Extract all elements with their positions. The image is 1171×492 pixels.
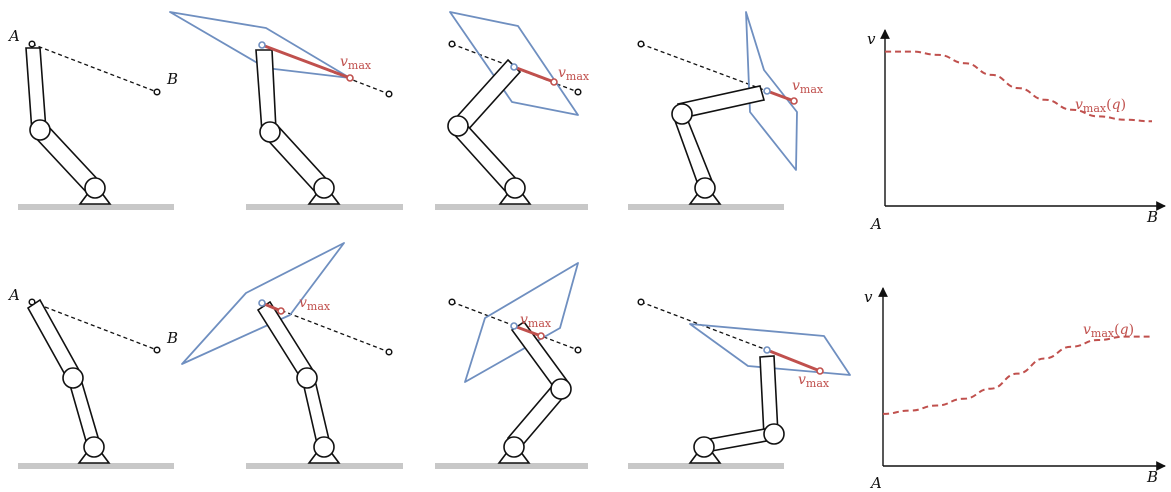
x-tick-a: A xyxy=(869,215,882,233)
vmax-label: vmax xyxy=(340,54,372,72)
end-effector xyxy=(258,299,266,307)
robot-elbow-joint xyxy=(29,119,51,141)
vmax-vector xyxy=(512,65,556,84)
plot-top: v A B vmax(q) xyxy=(867,29,1166,233)
ground xyxy=(435,463,588,469)
vmax-q-label: vmax(q) xyxy=(1075,97,1126,115)
robot-base-joint xyxy=(693,436,715,458)
panel-top-2: vmax xyxy=(169,11,403,210)
vmax-label: vmax xyxy=(798,372,830,390)
vmax-vector xyxy=(260,43,352,80)
vmax-tip xyxy=(277,307,285,315)
vmax-label: vmax xyxy=(520,312,552,330)
ground xyxy=(18,463,174,469)
robot-elbow-joint xyxy=(447,115,469,137)
robot-base-joint xyxy=(84,177,106,199)
vmax-curve xyxy=(884,50,1153,123)
vmax-tip xyxy=(537,332,545,340)
path-a-b xyxy=(31,301,158,351)
robot-elbow-joint xyxy=(550,378,572,400)
end-effector xyxy=(510,63,518,71)
vmax-vector xyxy=(765,89,796,103)
ground xyxy=(435,204,588,210)
point-b xyxy=(574,88,582,96)
label-b: B xyxy=(166,70,178,88)
vmax-q-label: vmax(q) xyxy=(1083,322,1134,340)
robot-elbow-joint xyxy=(671,103,693,125)
point-a xyxy=(28,298,36,306)
path-a-b xyxy=(640,301,768,351)
panel-top-1: A B xyxy=(7,27,178,210)
ground xyxy=(246,204,403,210)
point-b xyxy=(574,346,582,354)
point-b xyxy=(385,348,393,356)
point-a xyxy=(637,298,645,306)
robot-base-joint xyxy=(504,177,526,199)
label-b: B xyxy=(166,329,178,347)
panel-bottom-1: A B xyxy=(7,286,178,469)
point-b xyxy=(153,346,161,354)
robot-elbow-joint xyxy=(296,367,318,389)
vmax-label: vmax xyxy=(792,78,824,96)
ground xyxy=(628,204,784,210)
x-tick-b: B xyxy=(1146,468,1158,486)
velocity-polytope xyxy=(449,11,579,116)
vmax-label: vmax xyxy=(299,295,331,313)
point-a xyxy=(448,40,456,48)
path-a-b xyxy=(451,301,579,351)
path-a-b xyxy=(31,43,158,93)
y-axis-label: v xyxy=(864,288,873,306)
robot-base-joint xyxy=(694,177,716,199)
end-effector xyxy=(258,41,266,49)
point-a xyxy=(28,40,36,48)
robot-elbow-joint xyxy=(259,121,281,143)
panel-top-3: vmax xyxy=(435,11,590,210)
end-effector xyxy=(763,346,771,354)
robot-base-joint xyxy=(313,177,335,199)
end-effector xyxy=(510,322,518,330)
ground xyxy=(18,204,174,210)
robot-elbow-joint xyxy=(62,367,84,389)
path-a-b xyxy=(640,43,768,92)
vmax-vector xyxy=(765,348,822,373)
x-tick-b: B xyxy=(1146,208,1158,226)
vmax-curve xyxy=(882,335,1152,415)
vmax-vector xyxy=(512,324,543,338)
vmax-tip xyxy=(816,367,824,375)
point-b xyxy=(153,88,161,96)
point-b xyxy=(385,90,393,98)
point-a xyxy=(448,298,456,306)
robot-link-upper xyxy=(255,49,277,133)
velocity-polytope xyxy=(689,323,851,376)
velocity-polytope xyxy=(181,242,345,365)
label-a: A xyxy=(7,286,20,304)
panel-bottom-3: vmax xyxy=(435,262,588,469)
robot-base-joint xyxy=(313,436,335,458)
robot-base-joint xyxy=(83,436,105,458)
panel-top-4: vmax xyxy=(628,11,824,210)
y-axis-label: v xyxy=(867,30,876,48)
robot-elbow-joint xyxy=(763,423,785,445)
plot-bottom: v A B vmax(q) xyxy=(864,287,1166,492)
robot-link-upper xyxy=(25,47,47,133)
x-tick-a: A xyxy=(869,474,882,492)
point-a xyxy=(637,40,645,48)
panel-bottom-2: vmax xyxy=(181,242,403,469)
end-effector xyxy=(763,87,771,95)
vmax-tip xyxy=(550,78,558,86)
vmax-tip xyxy=(346,74,354,82)
ground xyxy=(246,463,403,469)
panel-bottom-4: vmax xyxy=(628,298,851,469)
vmax-label: vmax xyxy=(558,65,590,83)
label-a: A xyxy=(7,27,20,45)
ground xyxy=(628,463,784,469)
vmax-tip xyxy=(790,97,798,105)
robot-base-joint xyxy=(503,436,525,458)
